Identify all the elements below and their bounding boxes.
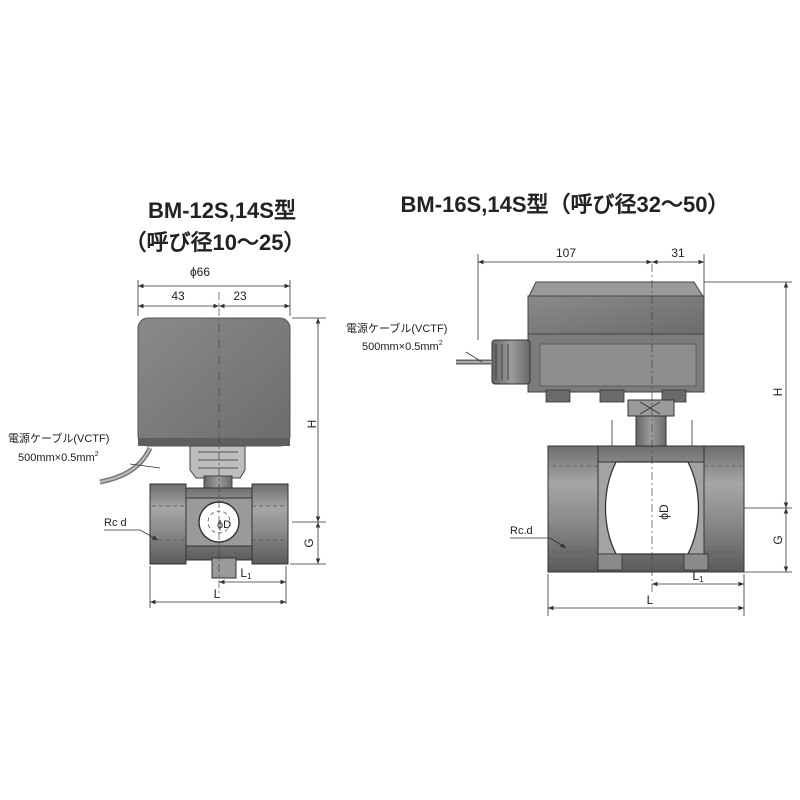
left-title-line1: BM-12S,14S型 <box>148 198 296 223</box>
left-thread-label: Rc d <box>104 517 127 529</box>
left-dim-l1: L <box>240 566 247 580</box>
left-dim-height: H <box>305 420 319 429</box>
left-cable-spec-sup: 2 <box>95 451 99 458</box>
right-stem <box>635 415 667 447</box>
right-foot-mid <box>599 389 625 403</box>
right-end-right <box>703 445 745 573</box>
left-bottom-lug <box>211 557 237 579</box>
left-stem-bracket <box>189 445 246 479</box>
left-dim-l1-sub: 1 <box>247 572 252 581</box>
left-cable-leader <box>129 463 161 469</box>
right-valve-drawing: ϕD <box>456 264 745 592</box>
svg-text:500mm×0.5mm2: 500mm×0.5mm2 <box>362 340 443 353</box>
right-dim-width-main: 107 <box>556 246 576 260</box>
left-cable <box>99 446 153 485</box>
right-coupling <box>627 399 675 417</box>
right-cable-gland <box>491 339 531 385</box>
left-valve-drawing: ϕD <box>99 292 291 596</box>
left-cable-spec: 500mm×0.5mm <box>18 452 95 464</box>
left-thread-leader <box>139 529 159 541</box>
right-thread-leader <box>549 537 567 549</box>
right-dim-height: H <box>771 388 785 397</box>
right-bore-label: ϕD <box>657 504 671 520</box>
right-end-left <box>547 445 599 573</box>
right-actuator-panel <box>539 343 697 387</box>
right-foot-left <box>545 389 571 403</box>
right-dim-l: L <box>647 593 654 607</box>
right-cable-leader <box>465 351 483 363</box>
left-dimensions: ϕ66 43 23 H G L1 L <box>137 265 326 608</box>
right-dimensions: 107 31 H G L1 L <box>477 246 792 616</box>
svg-text:L1: L1 <box>240 566 252 581</box>
left-actuator-housing <box>137 317 291 447</box>
left-dim-g: G <box>302 538 316 547</box>
svg-text:L1: L1 <box>692 569 704 584</box>
left-title-line2: （呼び径10～25） <box>125 230 306 255</box>
right-dim-g: G <box>771 535 785 544</box>
left-cable-label: 電源ケーブル(VCTF) <box>8 431 109 445</box>
right-cable-spec: 500mm×0.5mm <box>362 341 439 353</box>
left-dim-right-width: 23 <box>233 289 247 303</box>
right-bore-hidden <box>552 465 742 553</box>
right-title: BM-16S,14S型（呼び径32～50） <box>401 192 730 217</box>
left-dim-diameter: ϕ66 <box>190 265 210 279</box>
right-dim-width-side: 31 <box>671 246 685 260</box>
left-bracket-ribs <box>198 451 238 469</box>
left-dim-left-width: 43 <box>171 289 185 303</box>
right-dim-l1: L <box>692 569 699 583</box>
right-cable-label: 電源ケーブル(VCTF) <box>346 321 447 335</box>
left-bore-hidden <box>152 505 286 541</box>
left-cable-highlight <box>99 447 151 483</box>
right-cable-spec-sup: 2 <box>439 340 443 347</box>
right-thread-label: Rc.d <box>510 525 533 537</box>
left-end-right <box>251 483 289 565</box>
left-actuator-base <box>138 438 290 446</box>
left-end-left <box>149 483 187 565</box>
svg-text:500mm×0.5mm2: 500mm×0.5mm2 <box>18 451 99 464</box>
left-dim-l: L <box>214 587 221 601</box>
right-dim-l1-sub: 1 <box>699 575 704 584</box>
left-bore-label: ϕD <box>217 519 231 531</box>
right-actuator-top <box>527 295 705 335</box>
